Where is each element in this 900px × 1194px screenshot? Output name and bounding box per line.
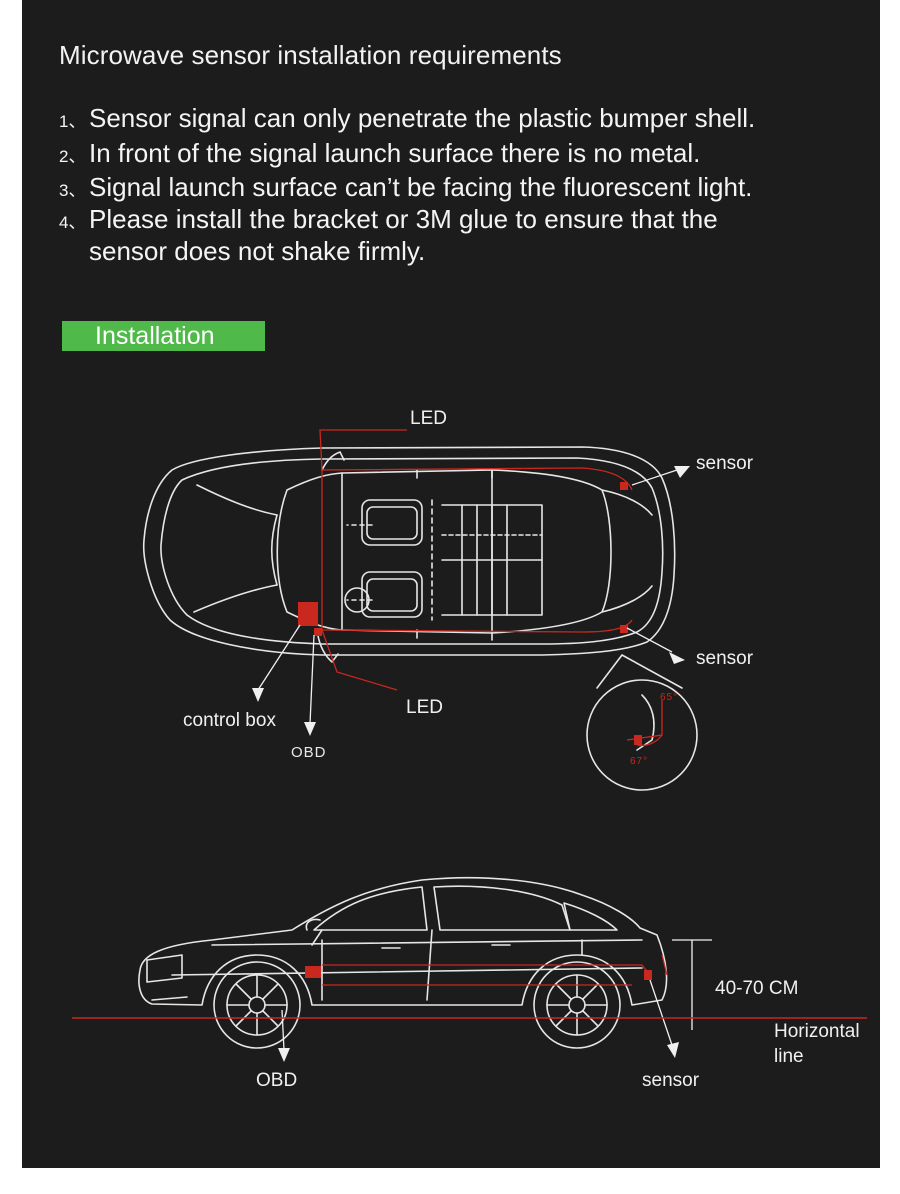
horizontal-line-label-1: Horizontal bbox=[774, 1021, 860, 1043]
control-box-marker bbox=[298, 602, 318, 626]
control-box-label: control box bbox=[183, 710, 276, 732]
car-top-view bbox=[144, 447, 675, 662]
sensor-label-top: sensor bbox=[696, 453, 753, 475]
horizontal-line-label-2: line bbox=[774, 1046, 804, 1068]
sensor-label-side: sensor bbox=[642, 1070, 699, 1092]
obd-label-top: OBD bbox=[291, 744, 327, 761]
instruction-panel: Microwave sensor installation requiremen… bbox=[22, 0, 880, 1168]
sensor-label-right: sensor bbox=[696, 648, 753, 670]
car-side-view bbox=[139, 878, 667, 1048]
angle-label-a: 65° bbox=[660, 692, 678, 703]
led-label-top: LED bbox=[410, 408, 447, 430]
obd-label-side: OBD bbox=[256, 1070, 297, 1092]
angle-label-b: 67° bbox=[630, 756, 648, 767]
led-label-bottom: LED bbox=[406, 697, 443, 719]
height-label: 40-70 CM bbox=[715, 978, 798, 1000]
